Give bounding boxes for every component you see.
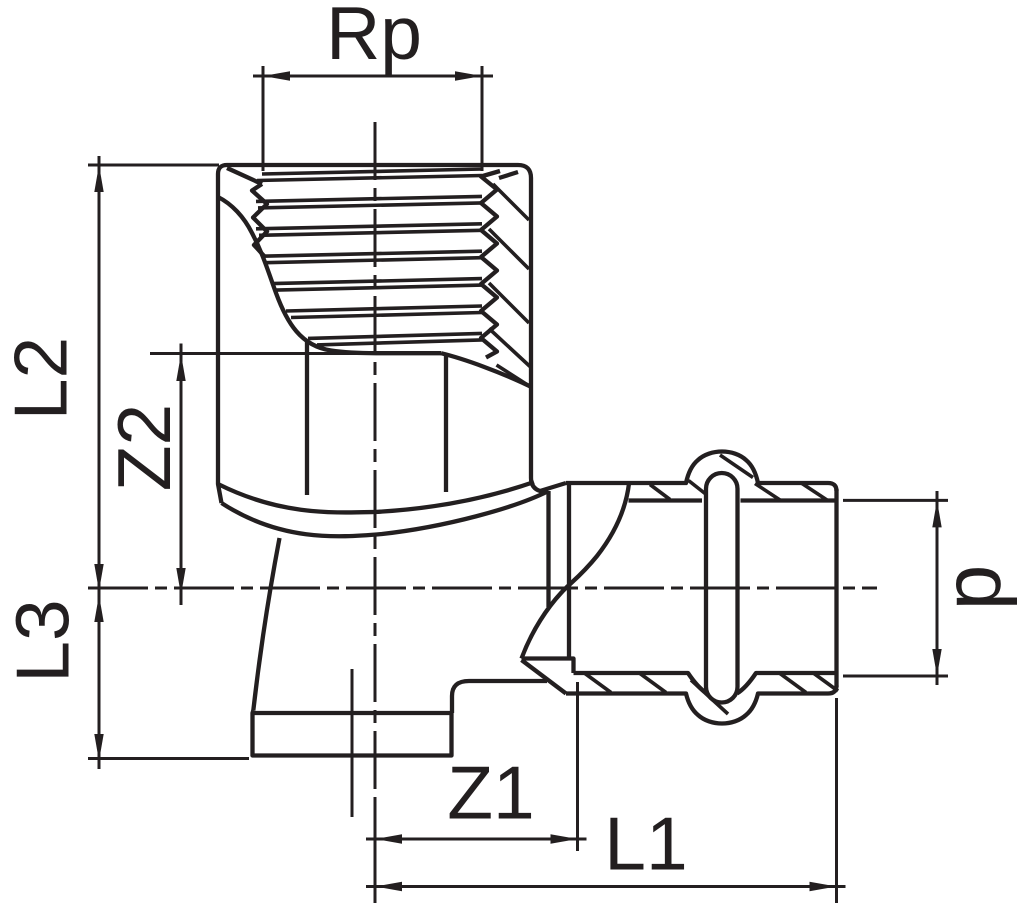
svg-text:L3: L3: [0, 599, 84, 682]
svg-text:L2: L2: [0, 337, 82, 420]
svg-text:p: p: [927, 565, 1018, 611]
svg-text:Rp: Rp: [326, 0, 422, 75]
svg-text:L1: L1: [604, 801, 687, 885]
svg-text:Z2: Z2: [102, 404, 186, 492]
svg-text:Z1: Z1: [447, 751, 535, 835]
